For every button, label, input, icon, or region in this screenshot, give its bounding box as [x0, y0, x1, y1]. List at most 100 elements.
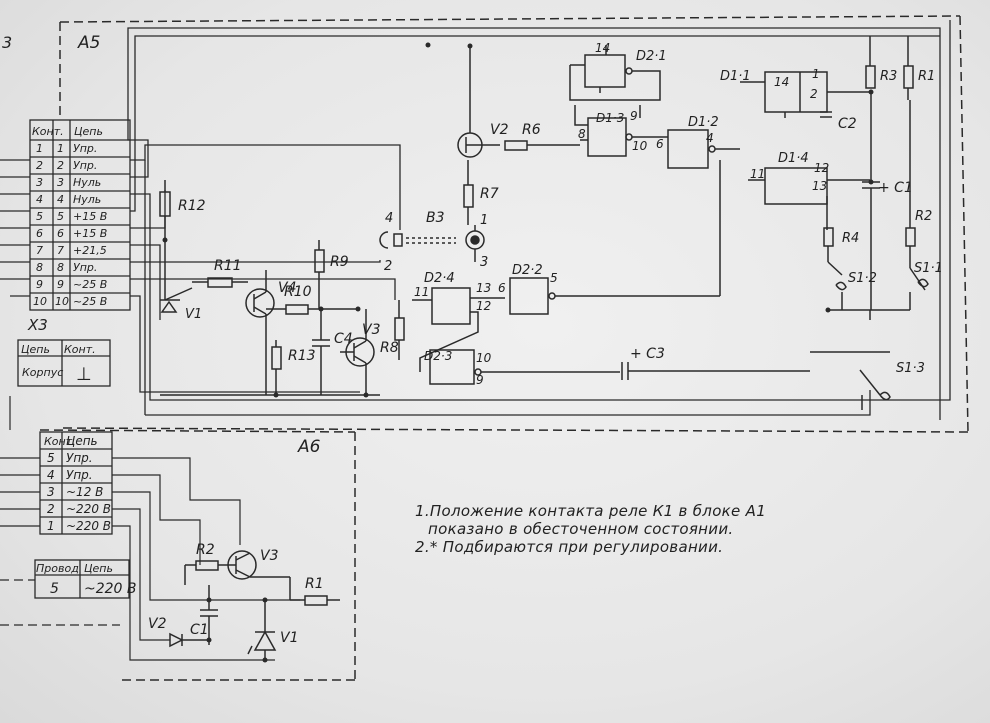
d2-4-gate [412, 287, 505, 372]
a6-v2-label: V2 [148, 616, 167, 632]
d2-4-pin12: 12 [476, 299, 491, 313]
a5-row-circuit: ~25 В [73, 295, 107, 308]
d2-1-pin14: 14 [595, 41, 610, 55]
r2-label: R2 [915, 209, 932, 224]
a5-row-num: 4 [36, 193, 43, 206]
s1-3-label: S1·3 [896, 361, 925, 376]
d1-2-pin4: 4 [706, 131, 714, 145]
a6-c1-label: C1 [190, 622, 209, 638]
d2-3-gate [429, 349, 620, 385]
d2-2-label: D2·2 [512, 263, 543, 278]
a5-table-header-circuit: Цепь [74, 125, 103, 138]
a5-row-num: 6 [36, 227, 43, 240]
d2-3-pin9: 9 [476, 373, 484, 387]
a5-row-circuit: +21,5 [73, 244, 107, 257]
power-header-wire: Провод [36, 562, 79, 575]
d1-1-pin14: 14 [774, 75, 789, 89]
r4-resistor [823, 227, 843, 276]
s1-2-label: S1·2 [848, 271, 877, 286]
a5-row-circuit: ~25 В [73, 278, 107, 291]
d1-1-pin2: 2 [810, 87, 818, 101]
b3-optocoupler [379, 225, 485, 262]
x3-partial-label: 3 [2, 33, 12, 52]
a5-row-pin: 8 [57, 261, 64, 274]
a5-row-pin: 4 [57, 193, 64, 206]
a5-row-num: 5 [36, 210, 43, 223]
c2-capacitor [820, 111, 832, 118]
note-line-1: 1.Положение контакта реле К1 в блоке А1 [415, 502, 767, 520]
x3-ground: ⊥ [76, 364, 92, 385]
s1-1-switch [909, 267, 929, 310]
a5-row-circuit: +15 В [73, 227, 107, 240]
d2-1-label: D2·1 [636, 49, 667, 64]
a6-row-circuit: ~220 В [66, 519, 111, 533]
d1-3-gate [574, 105, 668, 157]
a5-row-num: 9 [36, 278, 43, 291]
a5-row-circuit: +15 В [73, 210, 107, 223]
d1-2-label: D1·2 [688, 115, 719, 130]
d2-2-gate [509, 160, 721, 315]
r2-resistor [905, 100, 916, 268]
c2-label: C2 [838, 116, 857, 132]
a5-row-circuit: Упр. [73, 142, 97, 155]
d1-2-pin6: 6 [656, 137, 664, 151]
a5-row-circuit: Нуль [73, 176, 101, 189]
v4-transistor [245, 270, 275, 395]
a5-row-circuit: Упр. [73, 261, 97, 274]
power-feed-lines [0, 579, 120, 626]
d2-3-pin10: 10 [476, 351, 492, 365]
a6-row-num: 5 [47, 451, 55, 465]
a5-row-pin: 2 [57, 159, 64, 172]
a6-v1-label: V1 [280, 630, 298, 646]
r12-resistor [159, 180, 171, 300]
a6-r1-resistor [290, 595, 340, 606]
r13-resistor [271, 340, 282, 395]
b3-pin4: 4 [385, 211, 393, 226]
x3-table [17, 339, 111, 387]
b3-pin3: 3 [480, 255, 488, 270]
power-row-wire: 5 [50, 581, 59, 597]
d2-4-pin13: 13 [476, 281, 491, 295]
r13-label: R13 [288, 348, 316, 364]
a6-v1-thyristor [247, 600, 277, 660]
a5-row-pin: 9 [57, 278, 64, 291]
a6-header-contact: Конт. [44, 435, 76, 448]
a6-row-circuit: ~12 В [66, 485, 103, 499]
b3-label: B3 [426, 210, 445, 226]
v1-diode [160, 287, 193, 313]
b3-pin1: 1 [480, 213, 488, 228]
r1-label: R1 [918, 69, 935, 84]
c4-capacitor [312, 309, 330, 395]
power-row-circuit: ~220 В [84, 581, 137, 597]
d1-1-gate [740, 71, 870, 118]
r10-label: R10 [284, 284, 312, 300]
d2-2-pin6: 6 [498, 281, 506, 295]
x3-header-contact: Конт. [64, 343, 96, 356]
b3-pin2: 2 [384, 259, 392, 274]
a5-row-pin: 5 [57, 210, 64, 223]
r10-resistor [266, 304, 358, 315]
d2-2-pin5: 5 [550, 271, 558, 285]
a6-row-circuit: Упр. [66, 468, 93, 482]
d2-4-pin11: 11 [414, 285, 429, 299]
a5-table-header-contact: Конт. [32, 125, 64, 138]
r6-label: R6 [522, 122, 541, 138]
r9-resistor [314, 240, 325, 309]
d1-3-pin10: 10 [632, 139, 648, 153]
a5-row-pin: 6 [57, 227, 64, 240]
a5-row-pin: 3 [57, 176, 64, 189]
note-line-3: 2.* Подбираются при регулировании. [415, 538, 724, 556]
a6-r1-label: R1 [305, 576, 324, 592]
c3-capacitor [621, 362, 810, 380]
v2-transistor [457, 46, 500, 158]
v3-label: V3 [362, 322, 380, 338]
a5-row-circuit: Нуль [73, 193, 101, 206]
d1-4-pin13: 13 [812, 179, 827, 193]
d2-3-label: D2·3 [424, 349, 452, 363]
d1-4-gate [748, 167, 870, 230]
power-table [34, 559, 130, 599]
r1-resistor [903, 36, 914, 100]
a5-row-num: 7 [36, 244, 43, 257]
d1-1-label: D1·1 [720, 69, 751, 84]
note-line-2: показано в обесточенном состоянии. [428, 520, 734, 538]
